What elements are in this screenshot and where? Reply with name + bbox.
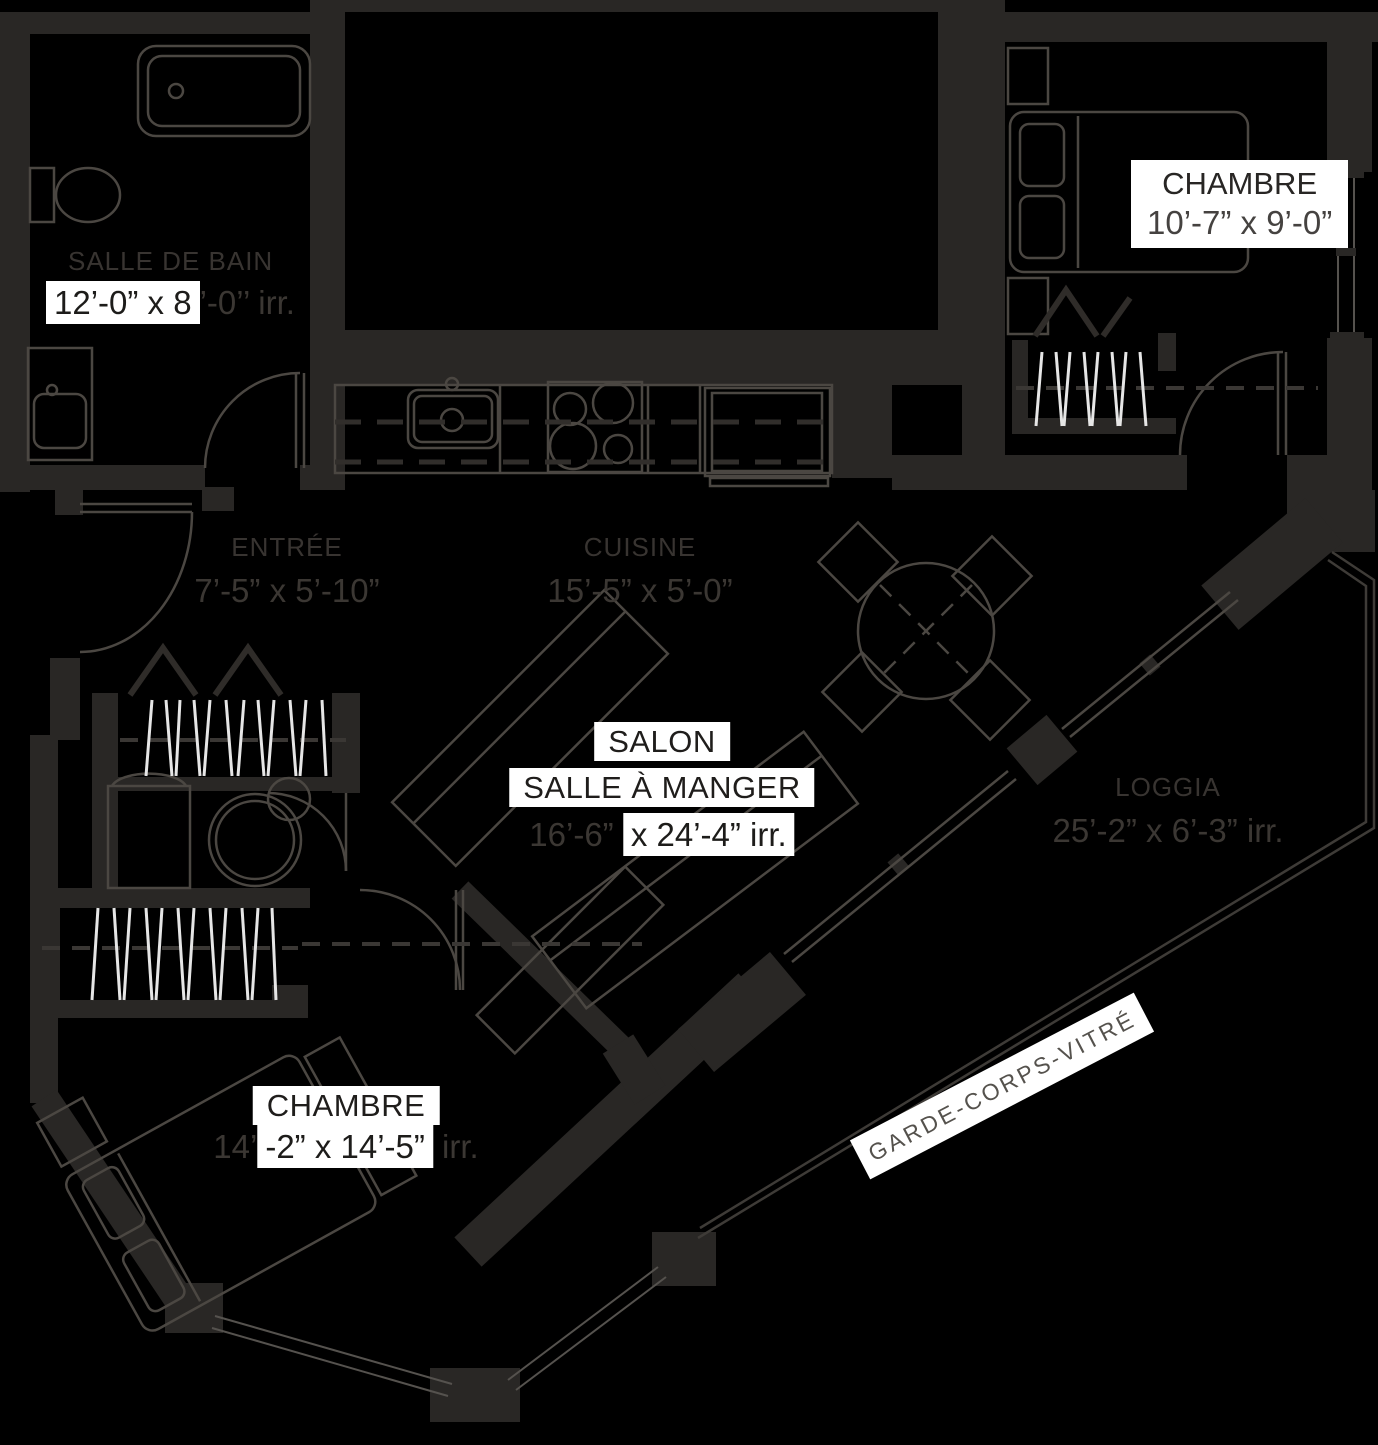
bathroom-sink	[26, 346, 94, 462]
room-label-loggia: LOGGIA	[1115, 772, 1221, 802]
dining-table	[816, 520, 1034, 742]
entry-door	[79, 502, 194, 654]
bedroom-top-door	[1178, 350, 1288, 456]
room-name-chambre-top: CHAMBRE	[1162, 166, 1318, 201]
kitchen-sink	[406, 376, 500, 450]
bedroom-bottom-windows	[211, 1266, 667, 1397]
fridge	[703, 386, 832, 488]
bedroom-bottom-door	[359, 888, 465, 991]
salon-name-1: SALON	[594, 722, 730, 761]
bathroom-door	[203, 371, 306, 469]
room-dims-loggia: 25’-2” x 6’-3” irr.	[1052, 812, 1284, 849]
glazed-wall-lines	[783, 591, 1239, 963]
entry-bifold-doors	[127, 642, 284, 697]
salon-dim-highlight: x 24’-4” irr.	[622, 813, 795, 856]
room-dims-salle-de-bain: 12’-0” x 8’-0’’ irr.	[46, 281, 295, 324]
room-dims-cuisine: 15’-5” x 5’-0”	[547, 572, 733, 609]
toilet	[28, 166, 122, 224]
room-label-cuisine: CUISINE	[583, 532, 697, 562]
laundry-door	[267, 791, 348, 872]
room-label-chambre-bottom: CHAMBRE	[252, 1086, 440, 1125]
closet-hangers	[90, 351, 1148, 1001]
chambre-bottom-prefix: 14’	[213, 1128, 258, 1165]
dim-rest-salle-de-bain: ’-0’’ irr.	[199, 284, 295, 321]
room-dims-chambre-bottom: 14’-2” x 14’-5” irr.	[213, 1125, 479, 1168]
tv-console	[474, 864, 666, 1056]
room-label-entree: ENTRÉE	[231, 532, 343, 562]
laundry-machine-square	[106, 772, 192, 890]
room-dims-chambre-top: 10’-7” x 9’-0”	[1147, 204, 1333, 241]
room-label-salle-de-bain: SALLE DE BAIN	[68, 246, 274, 276]
bathtub	[136, 44, 312, 138]
stove	[546, 380, 644, 474]
salon-dim-prefix: 16’-6”	[529, 816, 623, 853]
loggia-boundary	[697, 550, 1376, 1240]
laundry-machine-round	[207, 776, 312, 888]
room-dims-entree: 7’-5” x 5’-10”	[194, 572, 380, 609]
salon-name-2: SALLE À MANGER	[509, 768, 815, 807]
chambre-bottom-name: CHAMBRE	[252, 1086, 440, 1125]
room-label-salon-line2: SALLE À MANGER	[509, 768, 815, 807]
dim-highlight-salle-de-bain: 12’-0” x 8	[46, 281, 200, 324]
room-label-salon-line1: SALON	[594, 722, 730, 761]
room-label-chambre-top: CHAMBRE 10’-7” x 9’-0”	[1131, 160, 1349, 248]
bedroom-top-bifold-door	[1032, 284, 1133, 338]
chambre-bottom-highlight: -2” x 14’-5”	[257, 1125, 433, 1168]
chambre-bottom-suffix: irr.	[432, 1128, 479, 1165]
room-dims-salon: 16’-6” x 24’-4” irr.	[529, 813, 795, 856]
